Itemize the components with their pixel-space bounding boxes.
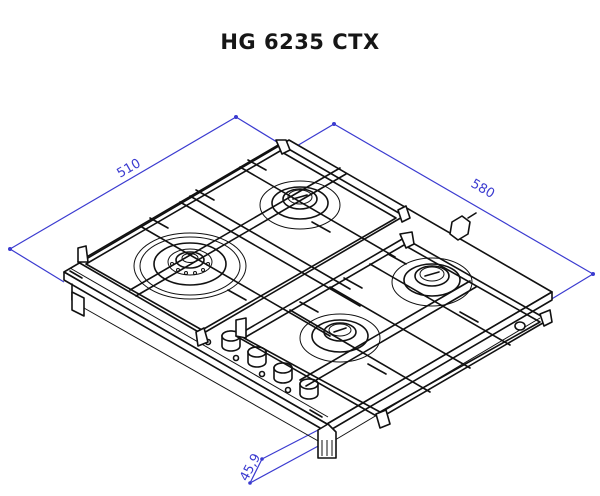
burner-rear-left bbox=[259, 180, 341, 230]
gas-connector bbox=[449, 212, 477, 241]
burner-rear-right bbox=[391, 257, 473, 307]
dimension-height: 45,9 bbox=[237, 427, 323, 485]
dimension-depth: 510 bbox=[8, 115, 291, 283]
burner-front-right bbox=[299, 313, 381, 363]
depth-dimension-label: 510 bbox=[115, 156, 144, 181]
width-dimension-label: 580 bbox=[468, 176, 497, 201]
height-dimension-label: 45,9 bbox=[237, 451, 264, 484]
knob-2 bbox=[232, 346, 267, 368]
control-knobs bbox=[204, 330, 319, 400]
model-title: HG 6235 CTX bbox=[220, 30, 380, 54]
pan-support-right bbox=[235, 231, 553, 429]
pan-support-left bbox=[77, 139, 411, 347]
hob-body bbox=[63, 139, 553, 459]
mounting-clip bbox=[317, 423, 337, 459]
